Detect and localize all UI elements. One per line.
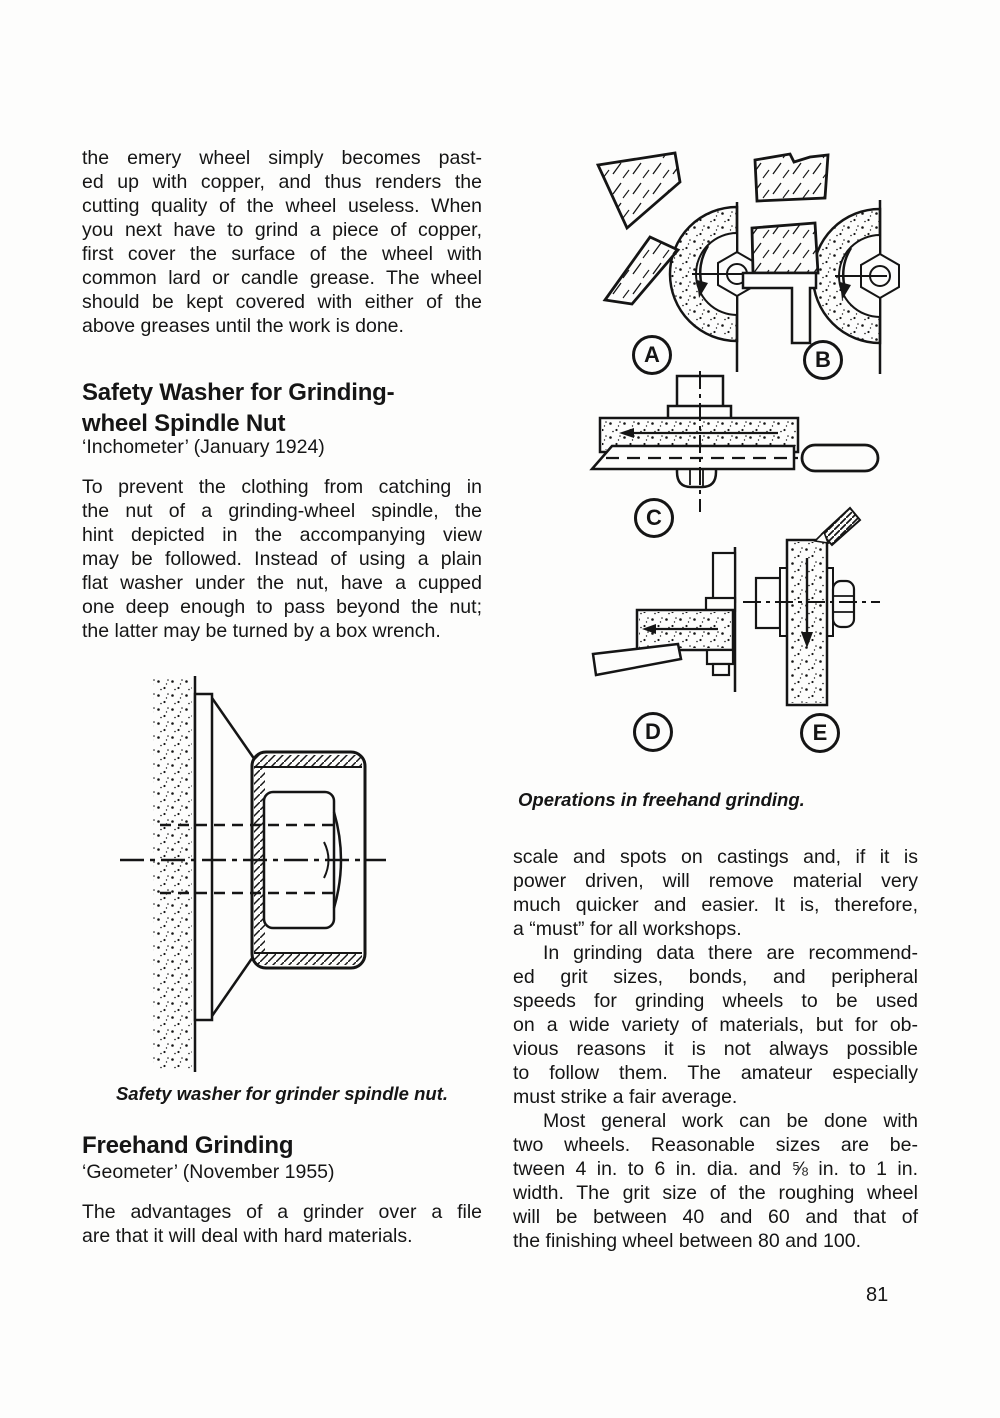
figure-label-e: E (800, 713, 840, 753)
figure-label-b: B (803, 340, 843, 380)
grinding-data-paragraph: In grinding data there are recommend-ed … (513, 942, 918, 1108)
screw-e (820, 506, 862, 547)
subfigure-d-edge-grinding (591, 547, 737, 692)
section-title-freehand-grinding: Freehand Grinding (82, 1132, 294, 1159)
safety-washer-figure (120, 676, 386, 1072)
workpiece-d (591, 642, 683, 677)
subfigure-c-side-face-grinding (589, 371, 880, 512)
figure-label-c: C (634, 498, 674, 538)
freehand-grinding-figure-caption: Operations in freehand grinding. (518, 789, 805, 810)
workpiece-on-rest-b (750, 221, 820, 275)
subfigure-a-wheel-periphery-grinding (595, 151, 757, 372)
figure-label-a: A (632, 335, 672, 375)
right-continuation-paragraph: scale and spots on castings and, if it i… (513, 846, 918, 940)
section-byline-inchometer: ‘Inchometer’ (January 1924) (82, 436, 325, 458)
left-intro-paragraph: the emery wheel simply becomes past-ed u… (82, 147, 482, 337)
grinding-wheel-face (153, 676, 197, 1072)
workpiece-upper-b (753, 152, 830, 203)
section-title-safety-washer: Safety Washer for Grinding-wheel Spindle… (82, 379, 395, 437)
section-byline-geometer: ‘Geometer’ (November 1955) (82, 1161, 335, 1183)
page-number: 81 (866, 1284, 889, 1306)
chisel-handle-c (800, 443, 880, 473)
workpiece-lower-a (602, 235, 681, 306)
flange-cone (193, 692, 257, 1022)
subfigure-e-wheel-cross-section (743, 506, 880, 707)
workpiece-upper-a (595, 151, 682, 231)
subfigure-b-tool-rest-grinding (741, 152, 900, 374)
tool-rest-b (741, 271, 818, 345)
figure-label-d: D (633, 712, 673, 752)
safety-washer-paragraph: To prevent the clothing from catching in… (82, 476, 482, 642)
safety-washer-figure-caption: Safety washer for grinder spindle nut. (115, 1083, 449, 1104)
freehand-grinding-figure (589, 151, 900, 707)
